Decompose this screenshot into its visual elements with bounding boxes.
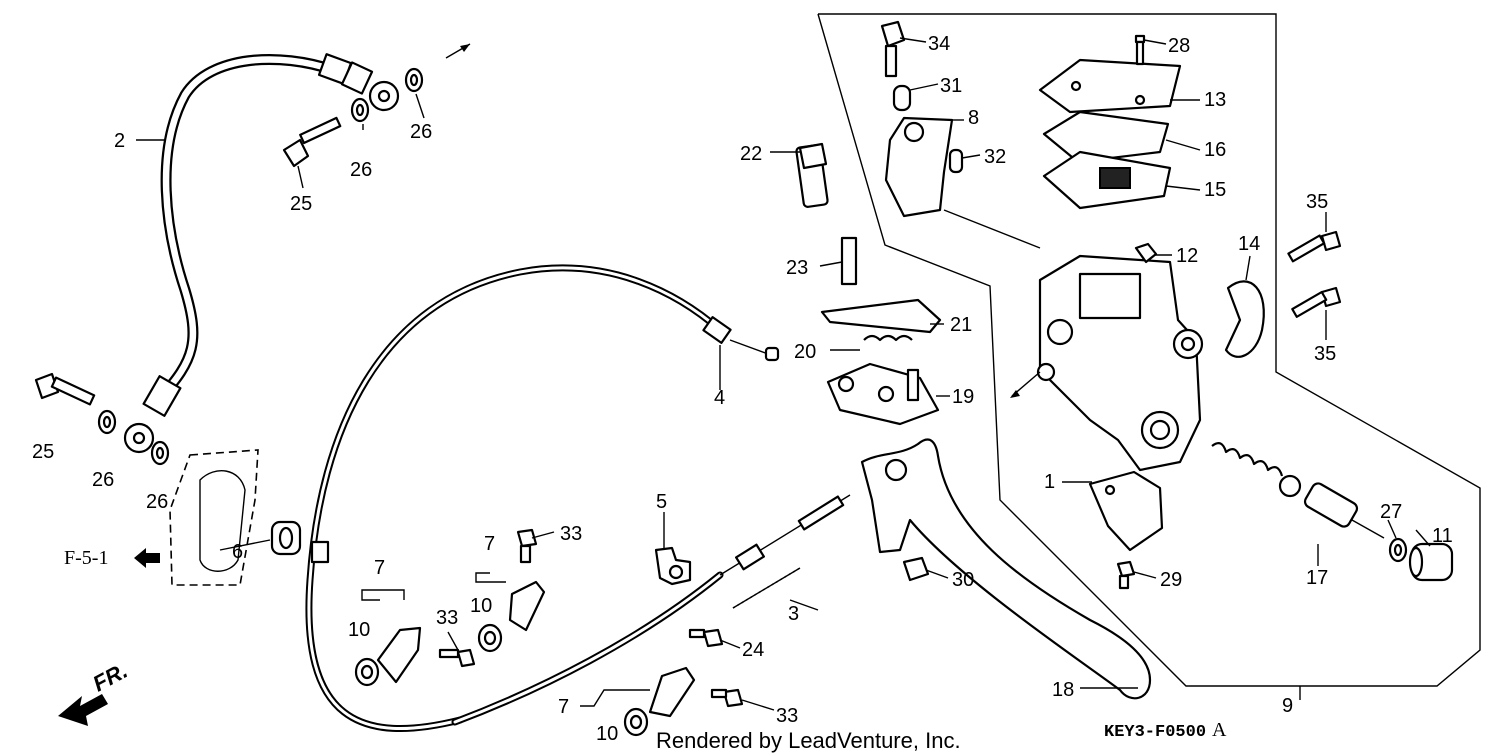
callout-15: 15 — [1204, 179, 1226, 201]
callout-27: 27 — [1380, 501, 1402, 523]
callout-26: 26 — [146, 491, 168, 513]
clip-5 — [654, 546, 692, 586]
callout-26: 26 — [350, 159, 372, 181]
callout-24: 24 — [742, 639, 764, 661]
diagram-code-suffix: A — [1212, 719, 1227, 741]
callout-35: 35 — [1306, 191, 1328, 213]
callout-34: 34 — [928, 33, 950, 55]
callout-25: 25 — [290, 193, 312, 215]
left-arrow-icon — [134, 548, 160, 568]
brake-hose — [123, 53, 400, 454]
callout-35: 35 — [1314, 343, 1336, 365]
callout-30: 30 — [952, 569, 974, 591]
callout-21: 21 — [950, 314, 972, 336]
callout-32: 32 — [984, 146, 1006, 168]
callout-20: 20 — [794, 341, 816, 363]
callout-26: 26 — [410, 121, 432, 143]
assembly-outline — [817, 13, 1481, 700]
callout-10: 10 — [348, 619, 370, 641]
callout-1: 1 — [1044, 471, 1055, 493]
clamp-14 — [1224, 230, 1342, 358]
callout-16: 16 — [1204, 139, 1226, 161]
front-direction: FR. — [58, 658, 132, 726]
callout-2: 2 — [114, 130, 125, 152]
callout-14: 14 — [1238, 233, 1260, 255]
callout-23: 23 — [786, 257, 808, 279]
lower-cable — [451, 494, 851, 726]
callout-5: 5 — [656, 491, 667, 513]
callout-29: 29 — [1160, 569, 1182, 591]
leader-lines — [136, 37, 1431, 711]
front-arrow-icon — [58, 694, 108, 726]
callout-33: 33 — [560, 523, 582, 545]
callout-3: 3 — [788, 603, 799, 625]
cable-guides — [354, 528, 744, 737]
callout-10: 10 — [470, 595, 492, 617]
callout-6: 6 — [232, 541, 243, 563]
callout-8: 8 — [968, 107, 979, 129]
clutch-cable — [305, 264, 780, 733]
callout-7: 7 — [374, 557, 385, 579]
piston-kit — [1211, 442, 1454, 582]
callout-26: 26 — [92, 469, 114, 491]
callout-13: 13 — [1204, 89, 1226, 111]
callout-25: 25 — [32, 441, 54, 463]
callout-19: 19 — [952, 386, 974, 408]
lever-assembly — [860, 438, 1152, 700]
reference-label: F-5-1 — [64, 547, 108, 569]
holder-8 — [880, 20, 1041, 249]
credit-text: Rendered by LeadVenture, Inc. — [656, 728, 961, 753]
callout-17: 17 — [1306, 567, 1328, 589]
reservoir-cap — [1038, 34, 1182, 210]
callout-4: 4 — [714, 387, 725, 409]
callout-7: 7 — [484, 533, 495, 555]
callout-33: 33 — [436, 607, 458, 629]
switch-1 — [1088, 242, 1164, 590]
callout-9: 9 — [1282, 695, 1293, 717]
master-cylinder — [1010, 254, 1204, 472]
callout-11: 11 — [1432, 525, 1453, 547]
hose-fittings — [34, 43, 471, 466]
diagram-code: KEY3-F0500 — [1104, 723, 1206, 742]
callout-22: 22 — [740, 143, 762, 165]
front-label: FR. — [89, 658, 132, 697]
callout-33: 33 — [776, 705, 798, 727]
lever-holder-parts — [795, 142, 942, 426]
caliper-reference — [169, 449, 259, 586]
callout-10: 10 — [596, 723, 618, 745]
clamp-6 — [270, 520, 302, 556]
callout-12: 12 — [1176, 245, 1198, 267]
callout-18: 18 — [1052, 679, 1074, 701]
callout-numbers: 2 26 26 25 25 26 26 6 7 10 7 10 33 33 5 … — [32, 33, 1453, 745]
callout-31: 31 — [940, 75, 962, 97]
reference-arrow: F-5-1 — [64, 547, 160, 569]
callout-28: 28 — [1168, 35, 1190, 57]
callout-7: 7 — [558, 696, 569, 718]
